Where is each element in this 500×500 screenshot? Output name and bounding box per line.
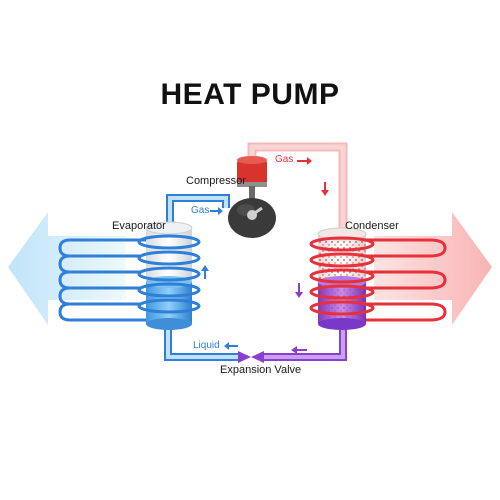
evaporator-label: Evaporator xyxy=(112,220,166,232)
arrow-icon xyxy=(210,207,223,215)
condenser-coil xyxy=(309,236,375,316)
condenser-indoor-coil xyxy=(350,238,447,322)
evaporator-outdoor-coil xyxy=(58,238,150,322)
gas-cold-label: Gas xyxy=(191,205,210,216)
diagram-title: HEAT PUMP xyxy=(160,78,340,111)
cold-out-arrow-icon xyxy=(8,212,126,325)
arrow-icon xyxy=(321,182,329,196)
compressor xyxy=(228,156,276,238)
gas-hot-label: Gas xyxy=(275,154,294,165)
condenser-label: Condenser xyxy=(345,220,399,232)
evaporator-coil xyxy=(137,234,201,314)
expansion-valve-label: Expansion Valve xyxy=(220,364,302,376)
arrow-icon xyxy=(224,342,238,350)
arrow-icon xyxy=(201,265,209,279)
arrow-icon xyxy=(297,157,312,165)
arrow-icon xyxy=(291,346,307,354)
arrow-icon xyxy=(295,283,303,298)
expansion-valve xyxy=(238,351,264,363)
compressor-label: Compressor xyxy=(186,175,246,187)
liquid-label: Liquid xyxy=(193,340,220,351)
